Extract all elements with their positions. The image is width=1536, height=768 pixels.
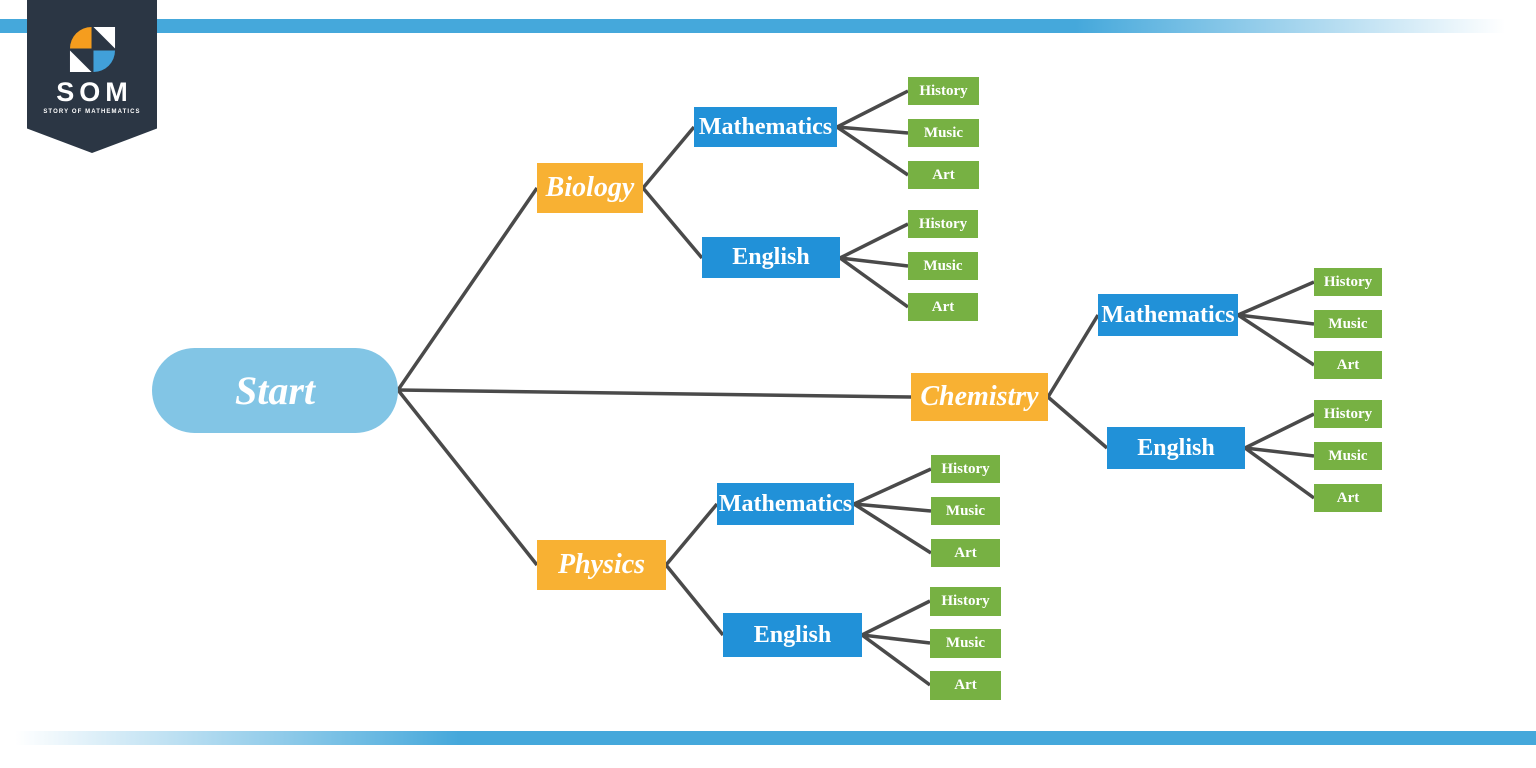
leaf-biology-mathematics-art: Art <box>908 161 979 189</box>
leaf-physics-mathematics-history: History <box>931 455 1000 483</box>
node-biology: Biology <box>537 163 643 213</box>
leaf-chemistry-english-art: Art <box>1314 484 1382 512</box>
leaf-biology-mathematics-music: Music <box>908 119 979 147</box>
top-accent-bar <box>0 19 1536 33</box>
edge-lines <box>396 89 1316 687</box>
leaf-physics-english-history: History <box>930 587 1001 616</box>
node-chemistry-mathematics: Mathematics <box>1098 294 1238 336</box>
leaf-biology-mathematics-history: History <box>908 77 979 105</box>
leaf-chemistry-mathematics-music: Music <box>1314 310 1382 338</box>
som-pinwheel-icon <box>69 26 115 73</box>
node-chemistry-english: English <box>1107 427 1245 469</box>
leaf-chemistry-mathematics-history: History <box>1314 268 1382 296</box>
som-logo-banner: SOM STORY OF MATHEMATICS <box>27 0 157 153</box>
leaf-chemistry-english-history: History <box>1314 400 1382 428</box>
leaf-biology-english-art: Art <box>908 293 978 321</box>
node-chemistry: Chemistry <box>911 373 1048 421</box>
leaf-biology-english-history: History <box>908 210 978 238</box>
bottom-accent-bar <box>0 731 1536 745</box>
leaf-chemistry-mathematics-art: Art <box>1314 351 1382 379</box>
node-physics: Physics <box>537 540 666 590</box>
leaf-biology-english-music: Music <box>908 252 978 280</box>
node-physics-mathematics: Mathematics <box>717 483 854 525</box>
node-biology-english: English <box>702 237 840 278</box>
leaf-physics-mathematics-art: Art <box>931 539 1000 567</box>
logo-tagline: STORY OF MATHEMATICS <box>43 109 141 115</box>
node-biology-mathematics: Mathematics <box>694 107 837 147</box>
leaf-physics-english-art: Art <box>930 671 1001 700</box>
leaf-physics-mathematics-music: Music <box>931 497 1000 525</box>
leaf-physics-english-music: Music <box>930 629 1001 658</box>
leaf-chemistry-english-music: Music <box>1314 442 1382 470</box>
node-start: Start <box>152 348 398 433</box>
logo-acronym: SOM <box>56 77 133 107</box>
node-physics-english: English <box>723 613 862 657</box>
